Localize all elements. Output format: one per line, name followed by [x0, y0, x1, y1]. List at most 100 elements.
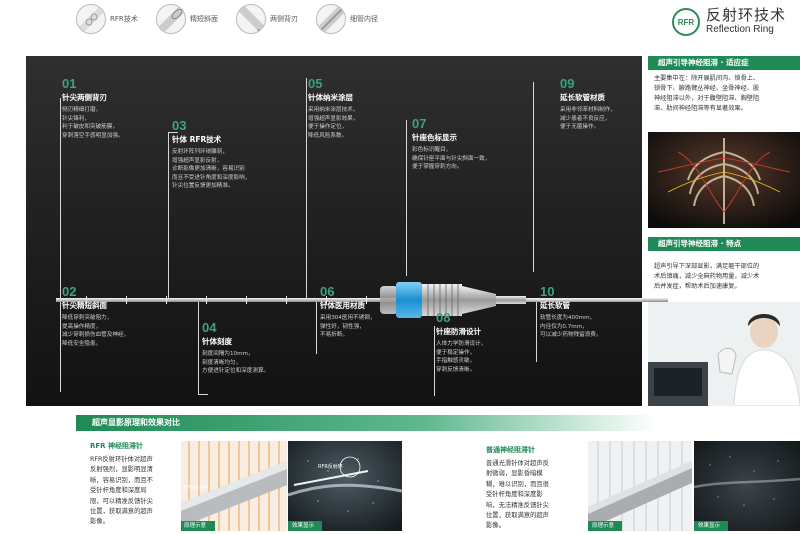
feature-08: 08 针座防滑设计 人体力学防滑设计， 便于稳定操作， 手指触感灵敏， 穿刺反馈… [436, 310, 486, 374]
needle-tick [326, 296, 327, 304]
callout-line [533, 82, 534, 272]
callout-line [168, 132, 178, 133]
extension-tube [526, 299, 642, 302]
rfr-principle-diagram [181, 441, 287, 531]
feature-desc: 软管长度为400mm， 内径仅为0.7mm， 可以减少药物残留浪费。 [540, 315, 602, 339]
needle-shaft [56, 298, 668, 302]
feature-title: 延长软管材质 [560, 93, 605, 102]
feature-number: 10 [540, 284, 555, 299]
feature-06: 06 针体医用材质 采用304医用不锈钢， 弹性好，韧性强， 不易折断。 [320, 284, 375, 340]
feature-02-block: 02 针尖精短斜面 降低穿刺突破阻力， 提高操作精度， 减少穿刺损伤血管及神经，… [62, 284, 129, 348]
clinician-image [648, 302, 800, 406]
anatomy-image [648, 132, 800, 228]
feature-number: 03 [172, 118, 187, 133]
normal-needle-title: 普通神经阻滞针 [486, 446, 535, 454]
rfr-effect-ultrasound [288, 441, 402, 531]
feature-title: 针尖精短斜面 [62, 301, 107, 310]
feature-04: 04 针体刻度 刻度间隔为10mm， 刻度清晰均匀， 方便进针定位和深度测算。 [202, 320, 269, 376]
rfr-needle-title: RFR 神经阻滞针 [90, 442, 143, 450]
top-item-thin-tube: 细管内径 [316, 4, 378, 34]
feature-05: 05 针体纳米涂层 采用纳米涂层技术， 增强超声显影效果， 便于操作定位， 降低… [308, 76, 358, 140]
feature-number: 07 [412, 116, 427, 131]
feature-title: 针座防滑设计 [436, 327, 481, 336]
feature-number: 08 [436, 310, 451, 325]
callout-line [316, 302, 317, 354]
feature-number: 06 [320, 284, 335, 299]
top-item-back-edge: 两侧背刃 [236, 4, 298, 34]
top-item-label: RFR技术 [110, 15, 138, 23]
top-item-label: 精短斜面 [190, 15, 218, 23]
indications-text: 主要集中在：除开展肌间沟、锁骨上、 锁骨下、腋路臂丛神经、坐骨神经、股 神经阻滞… [654, 75, 760, 112]
rfr-needle-text: RFR反射环针体对超声 反射强烈，显影明显清 晰，容易识别，而且不 受针杆角度和… [90, 456, 153, 526]
feature-desc: 采用304医用不锈钢， 弹性好，韧性强， 不易折断。 [320, 315, 376, 339]
features-header: 超声引导神经阻滞 · 特点 [648, 237, 800, 251]
features-text: 超声引导下深部显影，满足躯干部位的 术后镇痛，减少全麻药物用量，减少术 后并发症… [654, 263, 760, 290]
feature-desc: 彩色标识醒目， 确保针座平面与针尖斜面一致， 便于掌握穿刺方向。 [412, 147, 491, 171]
rfr-ultrasound-label: RFR反射环 [318, 464, 343, 470]
feature-title: 针体刻度 [202, 337, 232, 346]
feature-title: 针体医用材质 [320, 301, 365, 310]
needle-tick [246, 296, 247, 304]
feature-title: 延长软管 [540, 301, 570, 310]
callout-line [306, 78, 307, 298]
feature-desc: 侧刃精细打磨， 针尖锋利， 利于破皮和突破筋膜， 穿刺落空手感明显加强。 [62, 107, 124, 139]
brand-block: RFR 反射环技术 Reflection Ring [638, 4, 798, 38]
feature-title: 针体 RFR技术 [172, 135, 222, 144]
rfr-logo: RFR [672, 8, 700, 36]
normal-principle-caption: 原理示意 [592, 523, 615, 529]
needle-tick [86, 296, 87, 304]
normal-effect-ultrasound [694, 441, 800, 531]
brand-title-cn: 反射环技术 [706, 6, 787, 24]
feature-number: 09 [560, 76, 575, 91]
thin-tube-icon [316, 4, 346, 34]
feature-desc: 降低穿刺突破阻力， 提高操作精度， 减少穿刺损伤血管及神经， 降低安全隐患。 [62, 315, 130, 347]
feature-number: 02 [62, 284, 77, 299]
callout-line [168, 132, 169, 298]
feature-01: 01 针尖两侧背刃 侧刃精细打磨， 针尖锋利， 利于破皮和突破筋膜， 穿刺落空手… [62, 76, 124, 140]
needle-tick [286, 296, 287, 304]
feature-number: 05 [308, 76, 323, 91]
feature-09: 09 延长软管材质 采用非邻苯材料制作， 减少患者不良反应， 便于无菌操作。 [560, 76, 616, 132]
top-item-bevel: 精短斜面 [156, 4, 218, 34]
feature-03: 03 针体 RFR技术 反射环阵列环绕雕刻， 增强超声显影反射， 诊断影像更加清… [172, 118, 250, 191]
back-edge-icon [236, 4, 266, 34]
rfr-needle-label: RFR反射环 [184, 485, 209, 491]
callout-line [536, 302, 537, 362]
brand-title-en: Reflection Ring [706, 24, 774, 35]
rfr-effect-caption: 效果显示 [292, 523, 315, 529]
feature-number: 04 [202, 320, 217, 335]
callout-line [198, 302, 199, 394]
needle-tick [126, 296, 127, 304]
callout-line [198, 394, 208, 395]
feature-desc: 刻度间隔为10mm， 刻度清晰均匀， 方便进针定位和深度测算。 [202, 351, 270, 375]
rfr-principle-caption: 原理示意 [184, 523, 207, 529]
feature-desc: 采用纳米涂层技术， 增强超声显影效果， 便于操作定位， 降低风险系数。 [308, 107, 359, 139]
callout-line [434, 326, 435, 396]
callout-line [60, 302, 61, 392]
feature-title: 针座色标显示 [412, 133, 457, 142]
rfr-rings-icon [76, 4, 106, 34]
short-bevel-icon [156, 4, 186, 34]
comparison-header: 超声显影原理和效果对比 [76, 415, 656, 431]
callout-line [60, 98, 61, 298]
normal-needle-text: 普通光滑针体对超声反 射微弱，显影昏暗模 糊，难以识别，而且很 受针杆角度和深度… [486, 460, 549, 530]
feature-desc: 采用非邻苯材料制作， 减少患者不良反应， 便于无菌操作。 [560, 107, 616, 131]
needle-tick [166, 296, 167, 304]
feature-desc: 人体力学防滑设计， 便于稳定操作， 手指触感灵敏， 穿刺反馈清晰。 [436, 341, 487, 373]
normal-principle-diagram [588, 441, 692, 531]
top-feature-bar: RFR技术 精短斜面 两侧背刃 细管内径 RFR 反射环技术 Reflectio… [0, 0, 800, 40]
feature-desc: 反射环阵列环绕雕刻， 增强超声显影反射， 诊断影像更加清晰，容易识别 而且不受进… [172, 149, 251, 190]
needle-hub [380, 282, 526, 318]
feature-10: 10 延长软管 软管长度为400mm， 内径仅为0.7mm， 可以减少药物残留浪… [540, 284, 602, 340]
feature-07: 07 针座色标显示 彩色标识醒目， 确保针座平面与针尖斜面一致， 便于掌握穿刺方… [412, 116, 490, 172]
top-item-label: 两侧背刃 [270, 15, 298, 23]
feature-number: 01 [62, 76, 77, 91]
needle-tick [366, 296, 367, 304]
top-item-label: 细管内径 [350, 15, 378, 23]
callout-line [406, 120, 407, 276]
feature-title: 针尖两侧背刃 [62, 93, 107, 102]
feature-panel: 01 针尖两侧背刃 侧刃精细打磨， 针尖锋利， 利于破皮和突破筋膜， 穿刺落空手… [26, 56, 668, 406]
indications-header: 超声引导神经阻滞 · 适应症 [648, 56, 800, 70]
normal-effect-caption: 效果显示 [698, 523, 721, 529]
top-item-rfr: RFR技术 [76, 4, 138, 34]
